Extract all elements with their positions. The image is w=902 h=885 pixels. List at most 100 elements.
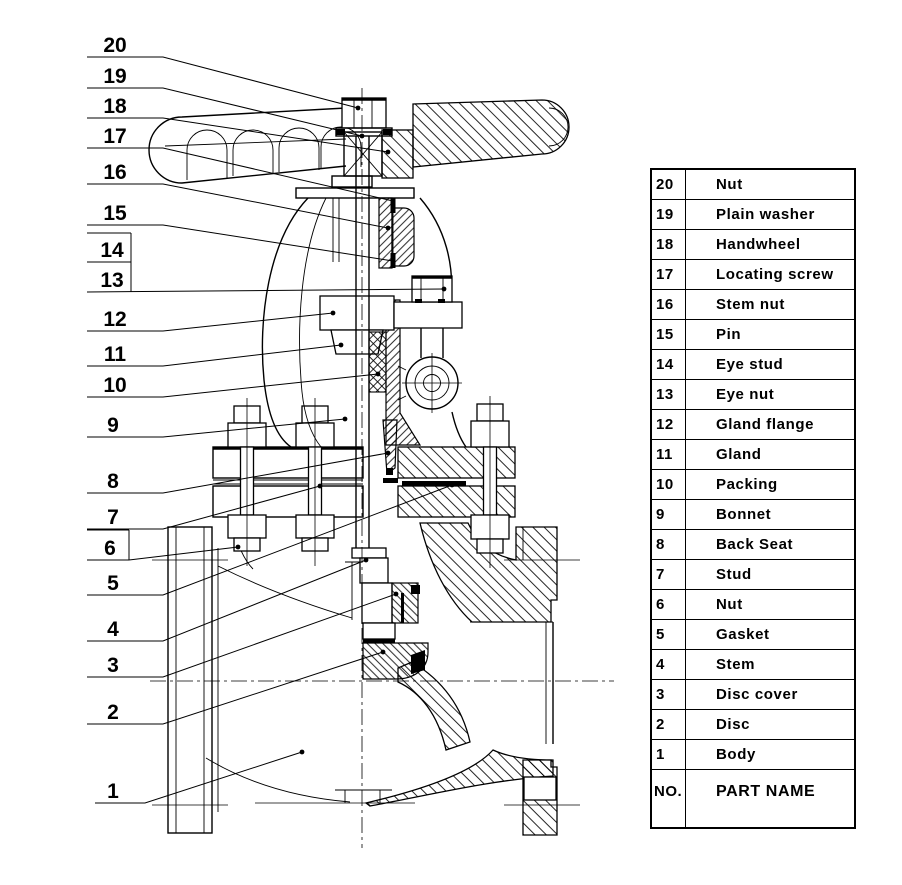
part-no-cell: 16 <box>652 290 686 319</box>
part-name-cell: Disc cover <box>716 686 798 703</box>
callout-7: 7 <box>107 506 119 529</box>
part-no-cell: 1 <box>652 740 686 769</box>
part-no-cell: 6 <box>652 590 686 619</box>
table-row: 12 Gland flange <box>652 410 854 440</box>
table-row: 9 Bonnet <box>652 500 854 530</box>
table-row: 17 Locating screw <box>652 260 854 290</box>
part-no-cell: 11 <box>652 440 686 469</box>
part-name-cell: Locating screw <box>716 266 834 283</box>
table-row: 11 Gland <box>652 440 854 470</box>
table-row: 15 Pin <box>652 320 854 350</box>
part-no-cell: 20 <box>652 170 686 199</box>
callout-16: 16 <box>103 161 126 184</box>
table-header-part-name: PART NAME <box>716 782 816 800</box>
table-row: 18 Handwheel <box>652 230 854 260</box>
table-row: 6 Nut <box>652 590 854 620</box>
callout-18: 18 <box>103 95 127 118</box>
part-no-cell: 8 <box>652 530 686 559</box>
part-name-cell: Packing <box>716 476 778 493</box>
part-no-cell: 7 <box>652 560 686 589</box>
part-name-cell: Nut <box>716 176 743 193</box>
table-row: 7 Stud <box>652 560 854 590</box>
callout-13: 13 <box>100 269 123 292</box>
table-row: 19 Plain washer <box>652 200 854 230</box>
parts-table: 20 Nut 19 Plain washer 18 Handwheel 17 L… <box>650 168 856 829</box>
table-row: 2 Disc <box>652 710 854 740</box>
callout-20: 20 <box>103 34 126 57</box>
body-outline <box>167 522 392 834</box>
callout-10: 10 <box>103 374 126 397</box>
table-header-no: NO. <box>652 770 686 827</box>
part-no-cell: 4 <box>652 650 686 679</box>
callout-numbers: 20 19 18 17 16 15 14 13 12 11 10 9 8 7 6… <box>100 34 127 803</box>
part-no-cell: 5 <box>652 620 686 649</box>
part-no-cell: 3 <box>652 680 686 709</box>
table-row: 8 Back Seat <box>652 530 854 560</box>
packing <box>368 331 387 393</box>
callout-5: 5 <box>107 572 119 595</box>
table-header-row: NO. PART NAME <box>652 770 854 827</box>
table-row: 14 Eye stud <box>652 350 854 380</box>
part-name-cell: Disc <box>716 716 751 733</box>
body-section <box>364 522 558 836</box>
part-name-cell: Pin <box>716 326 742 343</box>
part-name-cell: Nut <box>716 596 743 613</box>
callout-8: 8 <box>107 470 119 493</box>
part-no-cell: 13 <box>652 380 686 409</box>
part-name-cell: Gland flange <box>716 416 815 433</box>
table-row: 13 Eye nut <box>652 380 854 410</box>
part-name-cell: Gasket <box>716 626 770 643</box>
stem-top-fasteners <box>335 97 393 137</box>
callout-3: 3 <box>107 654 119 677</box>
callout-15: 15 <box>103 202 127 225</box>
top-nut <box>341 97 387 129</box>
part-no-cell: 18 <box>652 230 686 259</box>
centerlines <box>150 88 614 848</box>
part-name-cell: Plain washer <box>716 206 815 223</box>
handwheel-hub <box>381 129 414 179</box>
part-name-cell: Eye stud <box>716 356 784 373</box>
handwheel <box>148 99 570 188</box>
callout-2: 2 <box>107 701 119 724</box>
callout-9: 9 <box>107 414 119 437</box>
table-row: 3 Disc cover <box>652 680 854 710</box>
part-no-cell: 2 <box>652 710 686 739</box>
table-row: 20 Nut <box>652 170 854 200</box>
callout-12: 12 <box>103 308 126 331</box>
part-no-cell: 17 <box>652 260 686 289</box>
callout-6: 6 <box>104 537 116 560</box>
part-no-cell: 15 <box>652 320 686 349</box>
stem-nut-assembly <box>378 197 415 269</box>
part-name-cell: Back Seat <box>716 536 794 553</box>
part-name-cell: Handwheel <box>716 236 801 253</box>
callout-14: 14 <box>100 239 124 262</box>
locating-screw <box>390 198 396 213</box>
callout-4: 4 <box>107 618 119 641</box>
part-no-cell: 12 <box>652 410 686 439</box>
part-name-cell: Stem nut <box>716 296 785 313</box>
part-no-cell: 9 <box>652 500 686 529</box>
leader-lines <box>86 56 455 804</box>
part-name-cell: Bonnet <box>716 506 772 523</box>
table-row: 16 Stem nut <box>652 290 854 320</box>
part-name-cell: Stem <box>716 656 756 673</box>
bonnet-flange <box>212 419 516 518</box>
disc-assembly <box>361 582 429 680</box>
table-row: 4 Stem <box>652 650 854 680</box>
stem <box>351 136 389 584</box>
part-no-cell: 14 <box>652 350 686 379</box>
callout-19: 19 <box>103 65 126 88</box>
part-name-cell: Stud <box>716 566 752 583</box>
callout-17: 17 <box>103 125 126 148</box>
part-name-cell: Body <box>716 746 756 763</box>
part-no-cell: 19 <box>652 200 686 229</box>
callout-1: 1 <box>107 780 119 803</box>
part-name-cell: Gland <box>716 446 762 463</box>
handwheel-rim-section <box>412 99 570 168</box>
table-row: 1 Body <box>652 740 854 770</box>
table-row: 5 Gasket <box>652 620 854 650</box>
part-no-cell: 10 <box>652 470 686 499</box>
callout-11: 11 <box>104 343 127 366</box>
